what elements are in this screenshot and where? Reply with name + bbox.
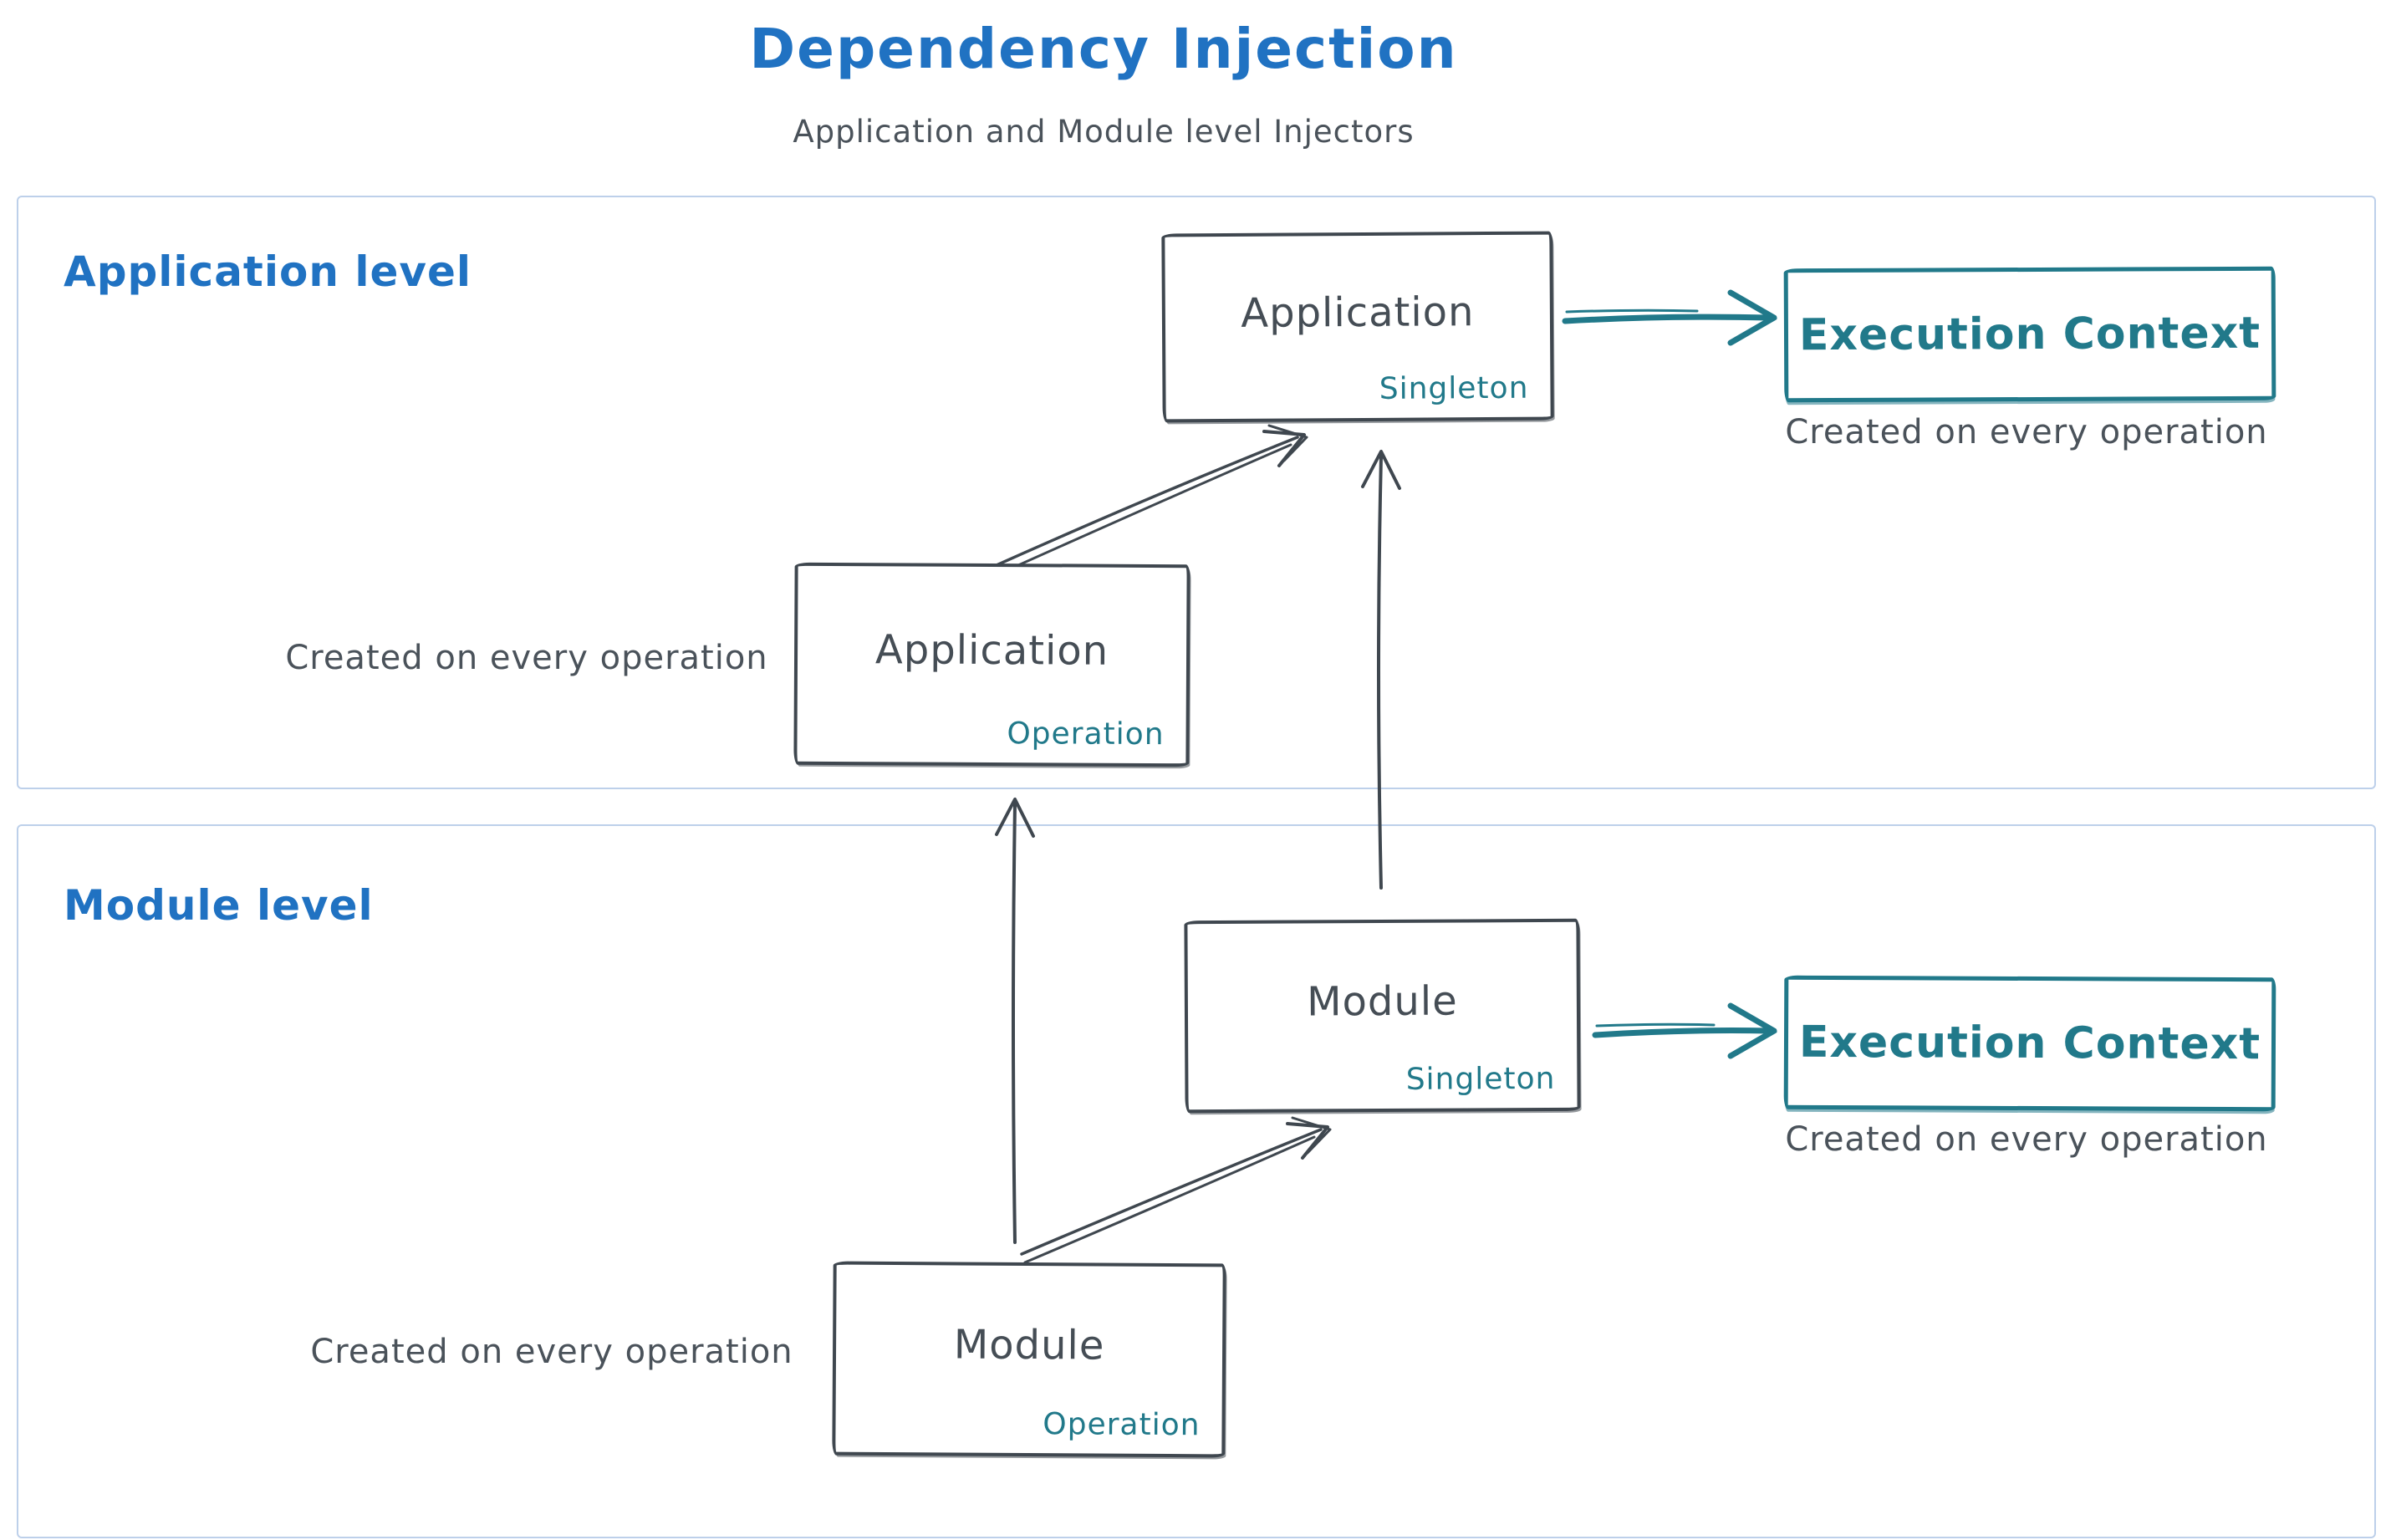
module-singleton-title: Module [1306, 977, 1458, 1026]
application-operation-variant-label: Operation [1007, 716, 1165, 752]
application-operation-title: Application [874, 626, 1109, 675]
page-title: Dependency Injection [749, 17, 1458, 81]
application-level-section [17, 196, 2376, 789]
application-singleton-title: Application [1241, 288, 1475, 337]
application-operation-box: Application Operation [793, 562, 1190, 767]
module-operation-title: Module [953, 1321, 1105, 1369]
module-level-section [17, 824, 2376, 1538]
application-singleton-variant-label: Singleton [1379, 370, 1529, 406]
application-operation-caption: Created on every operation [285, 639, 768, 677]
application-level-label: Application level [64, 247, 472, 296]
module-operation-box: Module Operation [832, 1261, 1226, 1458]
application-execution-context-box: Execution Context [1783, 266, 2276, 403]
module-execution-context-label: Execution Context [1798, 1017, 2261, 1070]
module-level-label: Module level [64, 881, 374, 930]
module-singleton-variant-label: Singleton [1405, 1061, 1556, 1097]
module-operation-variant-label: Operation [1043, 1407, 1201, 1443]
page-subtitle: Application and Module level Injectors [793, 114, 1415, 150]
application-singleton-box: Application Singleton [1161, 231, 1554, 423]
application-execution-context-caption: Created on every operation [1785, 413, 2268, 451]
application-execution-context-label: Execution Context [1798, 308, 2261, 361]
module-execution-context-caption: Created on every operation [1785, 1120, 2268, 1159]
module-execution-context-box: Execution Context [1783, 975, 2276, 1112]
module-singleton-box: Module Singleton [1184, 918, 1581, 1114]
module-operation-caption: Created on every operation [310, 1333, 793, 1371]
